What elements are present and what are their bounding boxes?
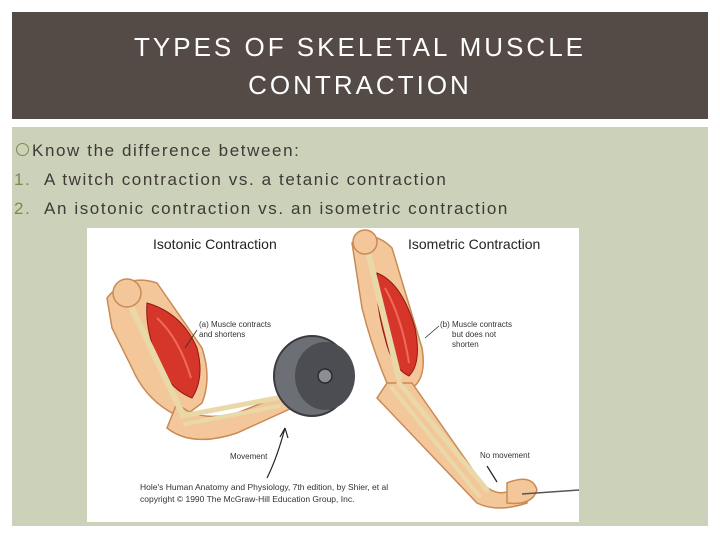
isotonic-arm: [106, 278, 355, 479]
list-text: A twitch contraction vs. a tetanic contr…: [44, 170, 448, 189]
isometric-heading: Isometric Contraction: [408, 236, 541, 252]
isometric-arm: [351, 229, 579, 509]
isometric-caption: (b) Muscle contracts but does not shorte…: [440, 320, 513, 349]
slide-title: TYPES OF SKELETAL MUSCLE CONTRACTION: [134, 31, 586, 100]
list-text: An isotonic contraction vs. an isometric…: [44, 199, 509, 218]
no-movement-label: No movement: [480, 451, 530, 460]
figure-credit: Hole's Human Anatomy and Physiology, 7th…: [140, 482, 389, 504]
list-item: 2. An isotonic contraction vs. an isometr…: [14, 199, 509, 219]
muscle-contraction-figure: Isotonic Contraction Isometric Contracti…: [87, 228, 579, 522]
list-number: 2.: [14, 199, 32, 218]
movement-label: Movement: [230, 452, 268, 461]
bullet-circle-icon: [16, 143, 29, 156]
list-number: 1.: [14, 170, 32, 189]
bullet-text: Know the difference between:: [32, 141, 301, 160]
list-item: 1. A twitch contraction vs. a tetanic con…: [14, 170, 447, 190]
bullet-item: Know the difference between:: [16, 141, 300, 161]
title-bar: TYPES OF SKELETAL MUSCLE CONTRACTION: [12, 12, 708, 119]
isotonic-heading: Isotonic Contraction: [153, 236, 277, 252]
content-area: Know the difference between: 1. A twitch …: [12, 127, 708, 526]
arm-illustration: [106, 229, 579, 509]
isotonic-caption: (a) Muscle contracts and shortens: [199, 320, 272, 339]
